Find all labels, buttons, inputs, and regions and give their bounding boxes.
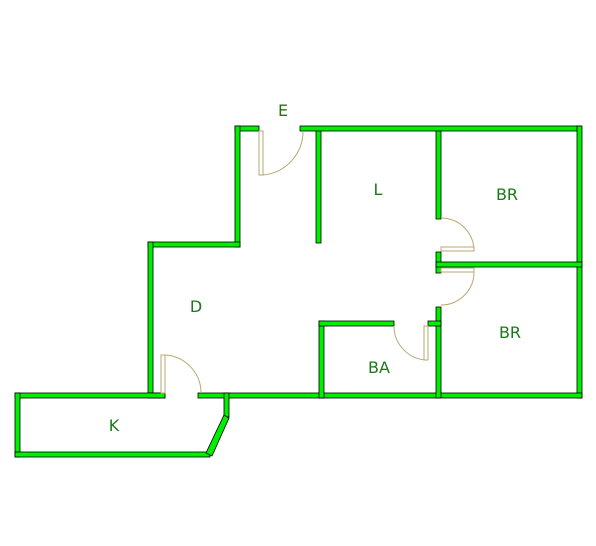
wall-segment (223, 392, 230, 418)
door-leaf (440, 246, 475, 252)
room-label-kitchen: K (109, 416, 120, 435)
wall-segment (315, 130, 322, 244)
wall-segment-angled (205, 414, 230, 457)
wall-segment (435, 130, 442, 220)
room-label-bedroom-bottom: BR (499, 323, 521, 342)
door-leaf (160, 354, 166, 394)
wall-segment (435, 261, 583, 268)
wall-segment (318, 392, 583, 399)
door-kitchen (160, 354, 202, 394)
door-swing-arc (440, 217, 475, 252)
walls (14, 125, 583, 458)
room-label-living: L (374, 180, 383, 199)
wall-segment (435, 306, 442, 399)
door-leaf (423, 325, 429, 361)
room-labels: E L BR BR D BA K (109, 101, 521, 435)
door-swing-arc (164, 354, 202, 394)
door-bedroom-top (440, 217, 475, 252)
wall-segment (14, 392, 166, 399)
wall-segment (147, 241, 241, 248)
wall-segment (299, 125, 582, 132)
wall-segment (234, 125, 241, 248)
wall-segment (14, 392, 21, 458)
door-swing-arc (440, 271, 475, 306)
wall-segment (147, 241, 154, 397)
room-label-bath: BA (368, 358, 390, 377)
door-leaf (440, 267, 475, 273)
wall-segment (14, 451, 211, 458)
door-entry (258, 130, 304, 176)
wall-segment (427, 320, 442, 327)
door-bedroom-bottom (440, 267, 475, 306)
doors (160, 130, 475, 394)
room-label-entry: E (278, 101, 288, 120)
room-label-bedroom-top: BR (496, 185, 518, 204)
wall-segment (318, 320, 325, 399)
room-label-dining: D (190, 297, 202, 316)
wall-segment (197, 392, 325, 399)
door-bath (393, 325, 429, 361)
door-swing-arc (262, 130, 304, 176)
door-leaf (258, 130, 264, 176)
wall-segment (318, 320, 395, 327)
door-swing-arc (393, 325, 429, 361)
